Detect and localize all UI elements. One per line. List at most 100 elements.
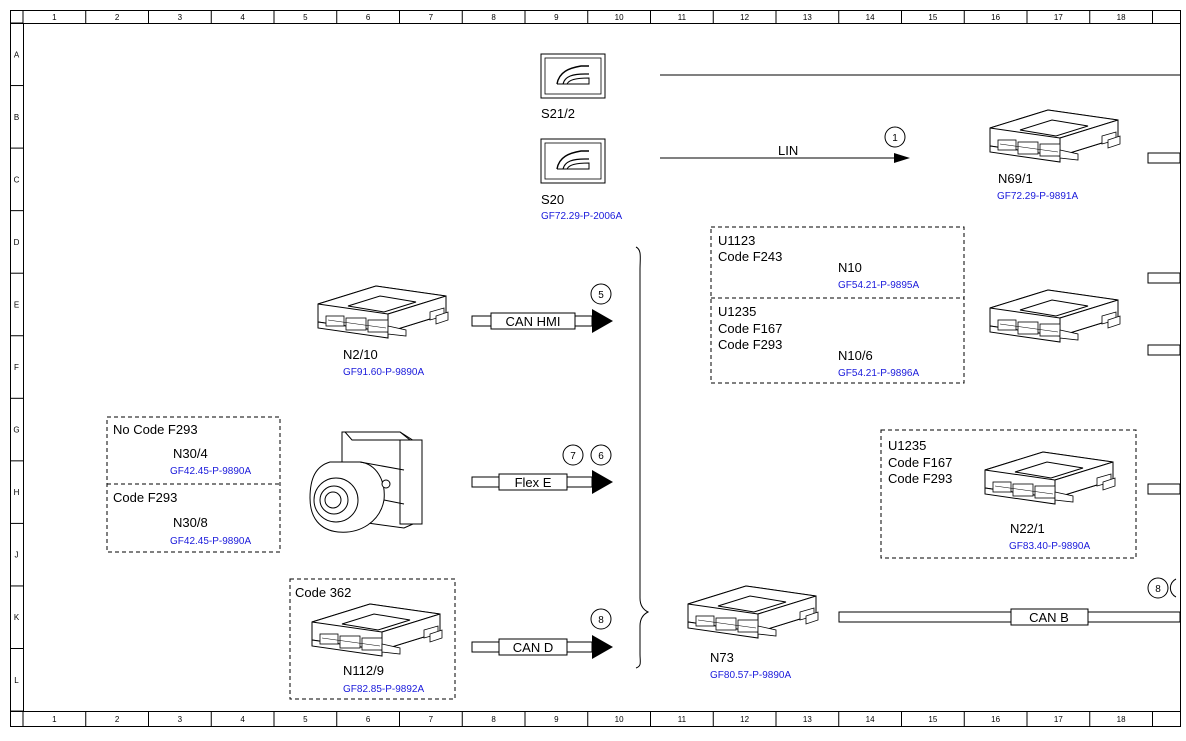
n69-1-label: N69/1 <box>998 171 1033 186</box>
grid-column-label: 15 <box>928 715 937 724</box>
ecu-n73: N73 GF80.57-P-9890A <box>687 585 819 681</box>
can-hmi-label: CAN HMI <box>506 314 561 329</box>
n30-group: No Code F293 N30/4 GF42.45-P-9890A Code … <box>106 416 281 553</box>
n69-1-ref-link[interactable]: GF72.29-P-9891A <box>997 191 1078 202</box>
connector-stub <box>1147 483 1181 495</box>
can-hmi-marker: 5 <box>598 290 604 301</box>
switch-s21-2: S21/2 <box>540 53 606 121</box>
n10-condition-1: U1123 <box>718 233 755 248</box>
grid-column-label: 6 <box>366 13 371 22</box>
n30-4-condition: No Code F293 <box>113 422 198 437</box>
n22-1-group: U1235 Code F167 Code F293 N22/1 GF83.40-… <box>880 429 1137 559</box>
can-d-label: CAN D <box>513 640 553 655</box>
grid-row-label: G <box>13 426 19 435</box>
grid-column-label: 14 <box>866 715 875 724</box>
grid-row-label: E <box>14 300 19 309</box>
grid-column-label: 15 <box>928 13 937 22</box>
grid-column-label: 13 <box>803 715 812 724</box>
n22-1-label: N22/1 <box>1010 521 1045 536</box>
control-unit-icon <box>989 109 1121 163</box>
switch-icon <box>540 53 606 99</box>
lin-bus: LIN 1 <box>660 126 910 163</box>
grid-row-label: B <box>14 113 19 122</box>
bus-brace <box>635 246 650 669</box>
connector-stub <box>1147 272 1181 284</box>
can-d-bus: CAN D 8 <box>471 608 613 659</box>
grid-column-label: 17 <box>1054 13 1063 22</box>
n10-6-label: N10/6 <box>838 348 873 363</box>
flex-e-marker-b: 6 <box>598 451 604 462</box>
grid-column-label: 3 <box>178 715 183 724</box>
n22-1-condition-1: U1235 <box>888 438 926 453</box>
can-d-marker: 8 <box>598 615 604 626</box>
grid-column-label: 8 <box>491 715 496 724</box>
n73-label: N73 <box>710 650 734 665</box>
ecu-n69-1: N69/1 GF72.29-P-9891A <box>989 109 1121 202</box>
grid-column-label: 2 <box>115 13 120 22</box>
s20-label: S20 <box>541 192 564 207</box>
n112-9-condition: Code 362 <box>295 585 351 600</box>
grid-column-label: 12 <box>740 715 749 724</box>
grid-column-label: 4 <box>240 715 245 724</box>
grid-row-label: K <box>14 613 20 622</box>
frame-border <box>10 10 1181 727</box>
grid-row-label: L <box>14 676 19 685</box>
can-hmi-bus: CAN HMI 5 <box>471 283 613 333</box>
n10-label: N10 <box>838 260 862 275</box>
grid-column-label: 14 <box>866 13 875 22</box>
n73-ref-link[interactable]: GF80.57-P-9890A <box>710 670 791 681</box>
n2-10-label: N2/10 <box>343 347 378 362</box>
grid-column-label: 17 <box>1054 715 1063 724</box>
camera-unit-icon <box>309 431 423 533</box>
grid-column-label: 7 <box>429 13 434 22</box>
lin-marker: 1 <box>892 133 898 144</box>
grid-column-label: 1 <box>52 715 57 724</box>
n22-1-ref-link[interactable]: GF83.40-P-9890A <box>1009 541 1090 552</box>
grid-column-label: 3 <box>178 13 183 22</box>
grid-column-label: 6 <box>366 715 371 724</box>
connector-stub <box>1147 152 1181 164</box>
grid-column-label: 10 <box>615 715 624 724</box>
n112-9-ref-link[interactable]: GF82.85-P-9892A <box>343 684 424 695</box>
switch-icon <box>540 138 606 184</box>
n30-8-label: N30/8 <box>173 515 208 530</box>
grid-row-label: J <box>15 551 19 560</box>
grid-ticks <box>10 10 1153 726</box>
n30-8-ref-link[interactable]: GF42.45-P-9890A <box>170 536 251 547</box>
n10-6-condition-1: U1235 <box>718 304 756 319</box>
can-b-label: CAN B <box>1029 610 1069 625</box>
grid-column-label: 8 <box>491 13 496 22</box>
grid-column-label: 13 <box>803 13 812 22</box>
grid-column-label: 5 <box>303 715 308 724</box>
n22-1-condition-2: Code F167 <box>888 455 952 470</box>
n10-6-condition-2: Code F167 <box>718 321 782 336</box>
grid-column-label: 1 <box>52 13 57 22</box>
grid-row-label: F <box>14 363 19 372</box>
n10-6-ref-link[interactable]: GF54.21-P-9896A <box>838 368 919 379</box>
n10-group: U1123 Code F243 N10 GF54.21-P-9895A U123… <box>710 226 965 384</box>
n30-4-ref-link[interactable]: GF42.45-P-9890A <box>170 466 251 477</box>
s20-ref-link[interactable]: GF72.29-P-2006A <box>541 211 622 222</box>
connector-stub <box>1147 344 1181 356</box>
n10-6-condition-3: Code F293 <box>718 337 782 352</box>
n2-10-ref-link[interactable]: GF91.60-P-9890A <box>343 367 424 378</box>
lin-label: LIN <box>778 143 798 158</box>
grid-column-label: 12 <box>740 13 749 22</box>
n112-9-group: Code 362 N112/9 GF82.85-P-9892A <box>289 578 456 700</box>
grid-column-label: 5 <box>303 13 308 22</box>
flex-e-marker-a: 7 <box>570 451 576 462</box>
can-b-bus: CAN B 8 <box>838 577 1181 626</box>
grid-row-label: H <box>14 488 20 497</box>
grid-column-label: 11 <box>678 13 687 22</box>
grid-column-label: 10 <box>615 13 624 22</box>
grid-column-label: 11 <box>678 715 687 724</box>
grid-column-label: 2 <box>115 715 120 724</box>
n22-1-condition-3: Code F293 <box>888 471 952 486</box>
flex-e-bus: Flex E 7 6 <box>471 444 613 494</box>
n30-4-label: N30/4 <box>173 446 208 461</box>
n10-ref-link[interactable]: GF54.21-P-9895A <box>838 280 919 291</box>
